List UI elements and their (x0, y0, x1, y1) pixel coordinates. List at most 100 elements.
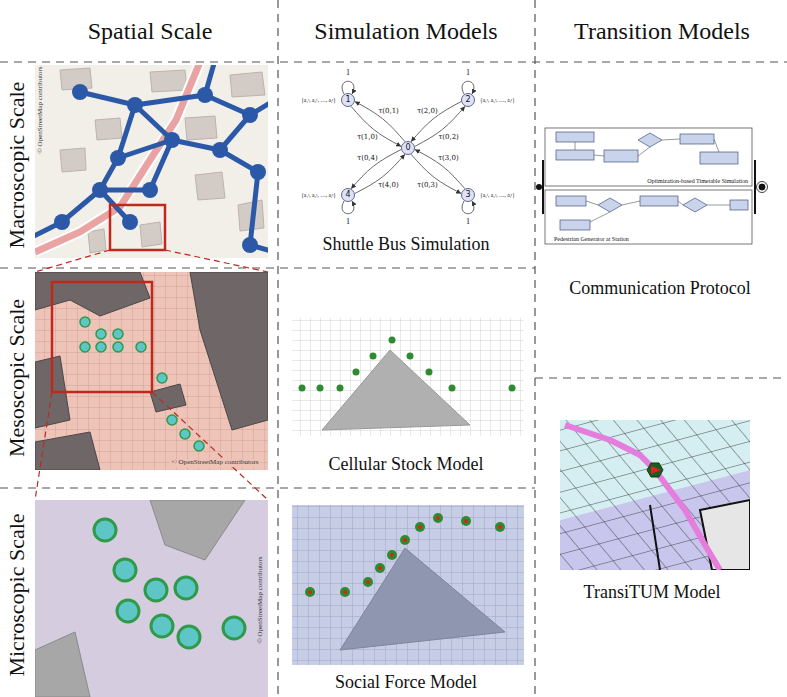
agent (400, 535, 410, 545)
obstacle (340, 548, 505, 650)
agent-centre (390, 553, 394, 557)
meso-map (35, 272, 268, 470)
transition-arrow (355, 154, 405, 193)
transition-arrow (415, 106, 465, 146)
building (700, 500, 750, 570)
agent-centre (378, 566, 382, 570)
network-node (92, 182, 108, 198)
network-node (242, 237, 258, 253)
flow-step (560, 220, 590, 230)
flow-line (678, 201, 683, 205)
agent-marker (647, 463, 663, 477)
zoom-leader (35, 250, 110, 272)
divider-line (0, 267, 535, 268)
network-node (110, 150, 126, 166)
transition-label: τ(0,4) (356, 155, 378, 162)
transition-label: τ(1,0) (356, 134, 378, 141)
state-number: 1 (345, 96, 350, 104)
divider-line (534, 0, 535, 697)
network-node (197, 87, 213, 103)
self-loops (342, 81, 474, 214)
trajectory (565, 425, 720, 570)
zoom-leaders (35, 250, 268, 500)
state-tuple: {a₁ᵗ, a₂ᵗ, …, aⱼᵗ} (480, 97, 515, 103)
column-header: Simulation Models (314, 18, 497, 44)
self-loop (462, 201, 474, 214)
building (35, 632, 90, 697)
building (150, 500, 245, 560)
agent-path (299, 337, 516, 392)
transition-label: τ(4,0) (377, 181, 399, 188)
network-node (242, 107, 258, 123)
flow-step (700, 152, 738, 164)
end-dot (758, 183, 766, 191)
swimlane (545, 190, 752, 244)
agent-centre (464, 519, 468, 523)
zoom-frame (110, 205, 165, 250)
network-link (135, 95, 205, 105)
state-circle: 4 (341, 188, 355, 202)
transition-arrow (355, 102, 405, 142)
building (150, 70, 187, 92)
transition-edges (351, 102, 465, 194)
flow-line (586, 201, 598, 205)
wall (650, 505, 660, 570)
start-dot (536, 184, 542, 190)
social-force-panel (292, 505, 524, 665)
panel-caption: Social Force Model (335, 673, 477, 693)
pedestrian (167, 415, 177, 425)
pedestrian (113, 329, 123, 339)
buildings (35, 272, 268, 470)
agent (317, 385, 324, 392)
building (35, 432, 100, 470)
flow-line (622, 201, 640, 205)
pedestrian (151, 615, 173, 637)
state-circle: 1 (341, 93, 355, 107)
building (195, 172, 225, 200)
flow-line (662, 139, 680, 140)
network-node (122, 214, 138, 230)
zoom-leader (35, 392, 52, 500)
agent-centre (366, 580, 370, 584)
self-loop (342, 201, 354, 214)
agent-centre (498, 525, 502, 529)
pedestrian (117, 600, 139, 622)
network-link (150, 140, 172, 190)
panel-caption: Cellular Stock Model (329, 455, 484, 475)
transition-label: τ(2,0) (416, 107, 438, 114)
divider-line (0, 61, 787, 62)
flow-line (638, 147, 650, 156)
network-node (72, 84, 88, 100)
fork-bar (542, 160, 544, 214)
network-node (142, 182, 158, 198)
agent (509, 385, 516, 392)
transitum-picture (560, 420, 750, 570)
column-header: Spatial Scale (88, 18, 213, 44)
zoom-leader (165, 250, 268, 272)
building (95, 118, 122, 140)
agent-centre (403, 538, 407, 542)
agent (433, 513, 443, 523)
flow-step (556, 132, 594, 142)
agent (337, 385, 344, 392)
flow-line (594, 155, 604, 156)
state-tuple: {a₁ᵗ, a₂ᵗ, …, aⱼᵗ} (301, 97, 336, 103)
flow-step (680, 134, 714, 144)
micro-map (35, 500, 268, 697)
network-node (212, 142, 228, 158)
transition-arrow (351, 149, 401, 188)
agent-centre (343, 590, 347, 594)
macro-map (35, 65, 268, 258)
flow-step (730, 200, 748, 210)
building (60, 148, 86, 172)
pedestrian (113, 342, 123, 352)
divider-line (535, 377, 787, 378)
flow-line (714, 139, 719, 152)
divider-line (277, 0, 278, 697)
loop-probability: 1 (466, 69, 470, 78)
pedestrian (157, 373, 167, 383)
cell-grid (560, 420, 750, 570)
road (35, 65, 200, 252)
flow-decision (598, 198, 622, 212)
transition-arrow (411, 102, 461, 142)
